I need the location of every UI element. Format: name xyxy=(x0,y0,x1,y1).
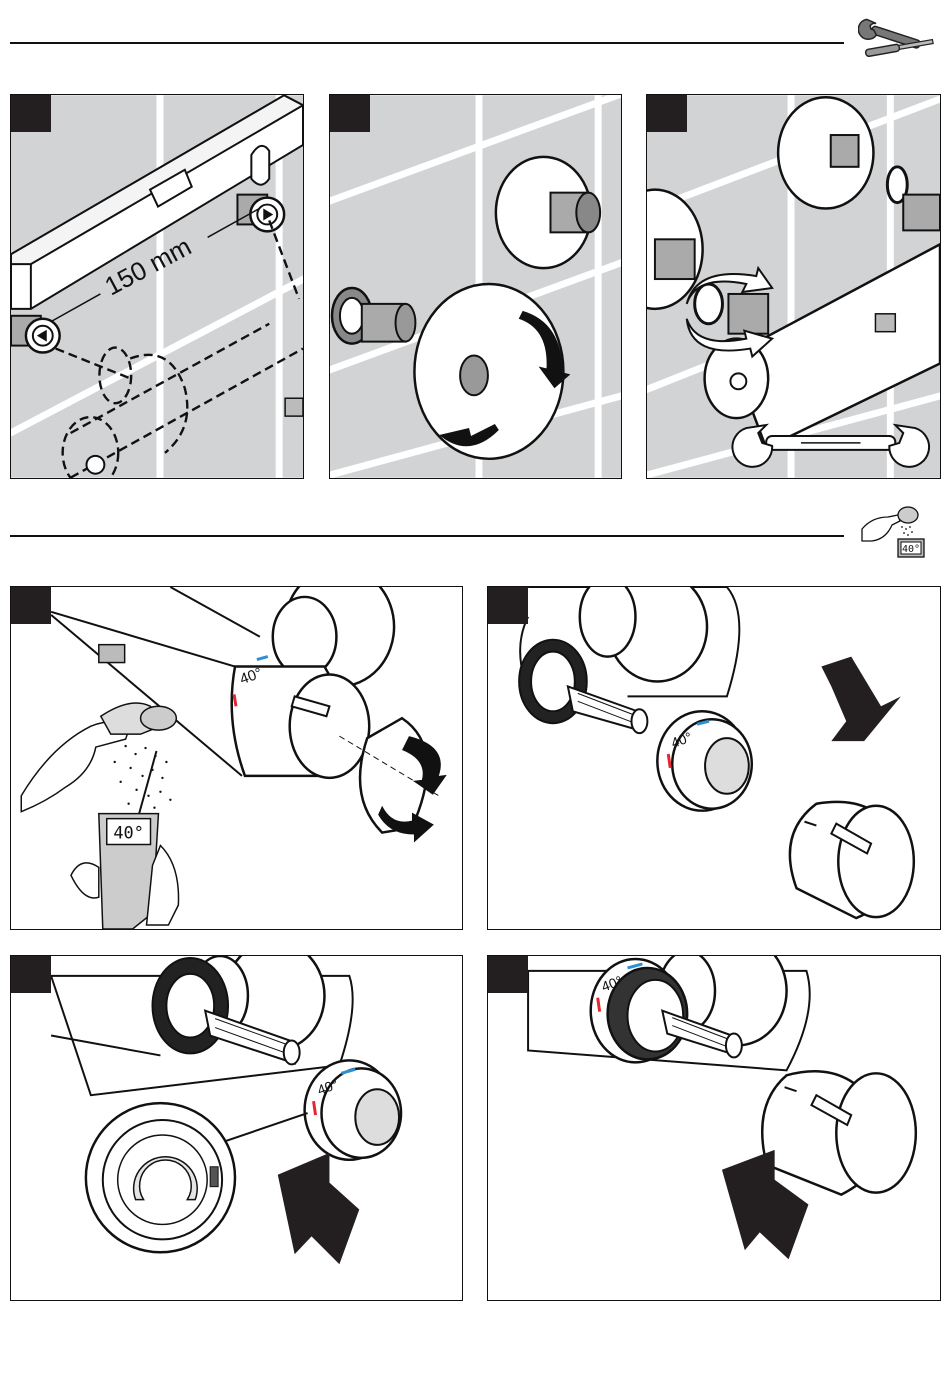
step-3-illustration xyxy=(647,95,940,478)
detail-magnifier xyxy=(86,1103,235,1252)
step-number-box xyxy=(11,956,51,993)
step-1-panel: 150 mm xyxy=(10,94,304,479)
step-number-box xyxy=(11,95,51,132)
step-4-panel: 40° 40° xyxy=(10,586,463,930)
step-7-panel: 40° xyxy=(487,955,941,1301)
step-4-illustration: 40° 40° xyxy=(11,587,462,929)
dial-cap xyxy=(762,1071,916,1194)
step-7-illustration: 40° xyxy=(488,956,940,1300)
step-number-box xyxy=(330,95,370,132)
step-1-illustration: 150 mm xyxy=(11,95,303,478)
mixer-body xyxy=(519,587,739,723)
temperature-dial-ring: 40° xyxy=(305,1060,401,1159)
step-5-illustration: 40° xyxy=(488,587,940,929)
water-spray xyxy=(114,745,172,817)
pull-arrow-icon xyxy=(821,657,901,742)
step-3-panel xyxy=(646,94,941,479)
step-2-panel xyxy=(329,94,622,479)
thermometer-reading: 40° xyxy=(113,823,144,843)
shower-thermometer-icon: 40° xyxy=(860,503,928,561)
wrench-screwdriver-icon xyxy=(858,10,938,70)
dial-cap xyxy=(790,802,914,918)
step-number-box xyxy=(488,956,528,993)
step-6-illustration: 40° xyxy=(11,956,462,1300)
step-6-panel: 40° xyxy=(10,955,463,1301)
push-arrow-icon xyxy=(278,1153,360,1264)
step-number-box xyxy=(488,587,528,624)
step-number-box xyxy=(647,95,687,132)
step-2-illustration xyxy=(330,95,621,478)
section-rule-calibrate xyxy=(10,535,844,537)
step-5-panel: 40° xyxy=(487,586,941,930)
mixer-body xyxy=(51,956,353,1095)
temperature-dial-ring: 40° xyxy=(657,711,751,810)
step-number-box xyxy=(11,587,51,624)
header-thermometer-reading: 40° xyxy=(902,544,920,555)
thermometer: 40° xyxy=(71,814,179,929)
section-rule-install xyxy=(10,42,844,44)
hand-with-shower-head xyxy=(21,703,176,812)
